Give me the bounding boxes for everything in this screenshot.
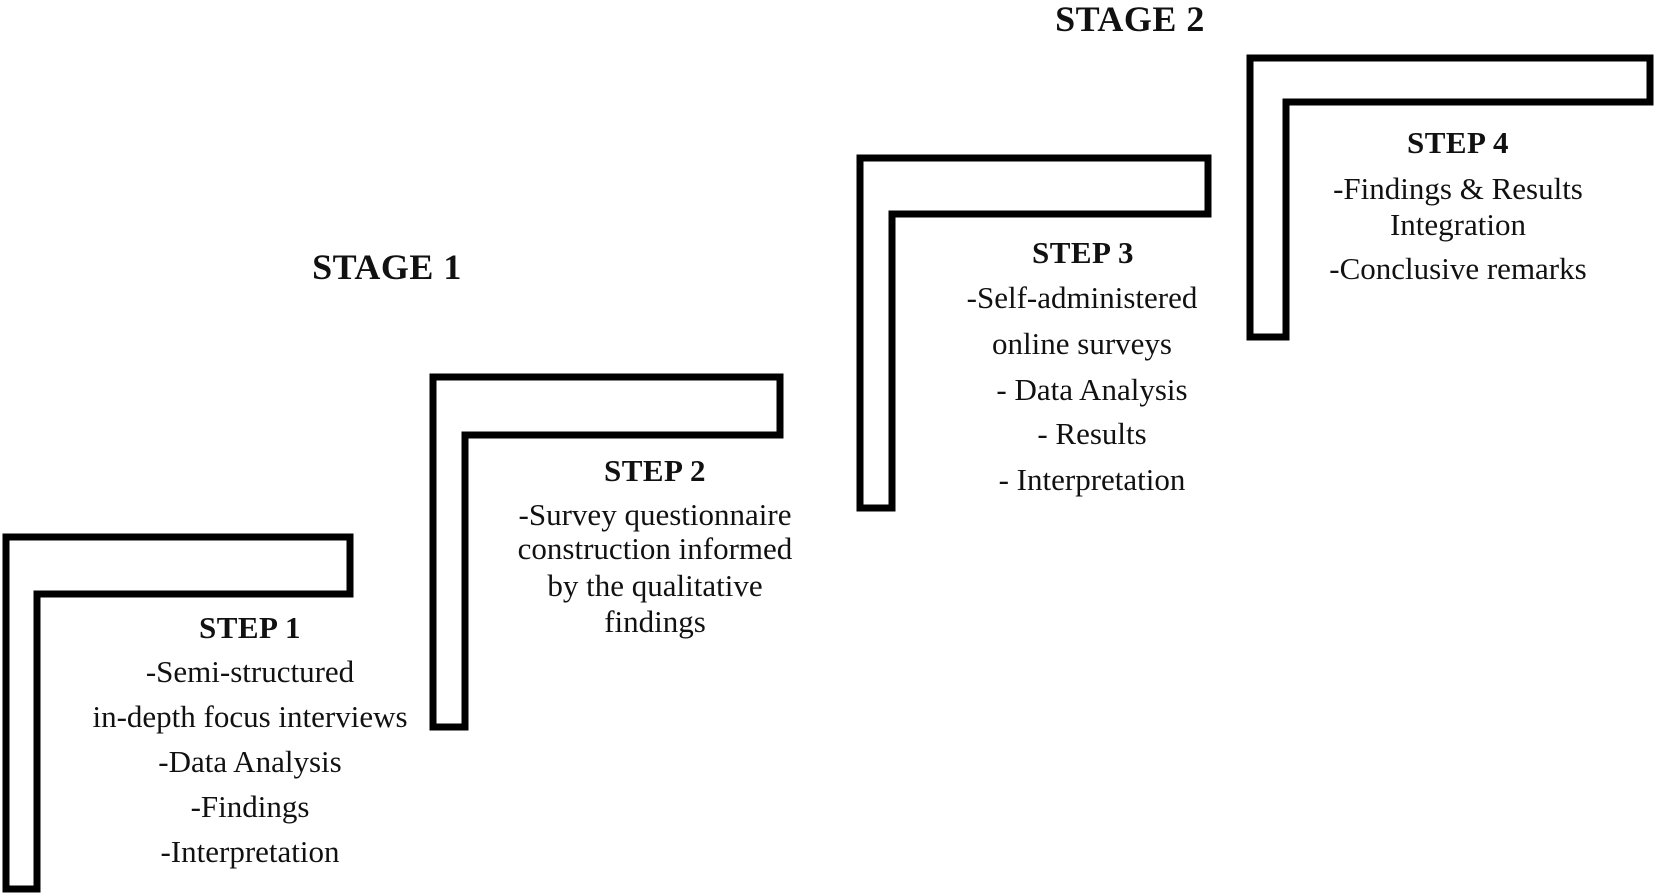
step-3-line-2: online surveys [992, 326, 1172, 361]
stage-1-label: STAGE 1 [312, 247, 462, 287]
step-2-line-1: -Survey questionnaire [518, 497, 792, 532]
step-3-line-4: - Results [1037, 416, 1147, 451]
step-1-line-5: -Interpretation [160, 834, 340, 869]
step-1-line-4: -Findings [190, 789, 310, 824]
step-4-line-3: -Conclusive remarks [1329, 251, 1587, 286]
step-4-stair-shape [1246, 54, 1654, 341]
step-2-title: STEP 2 [603, 453, 707, 488]
step-1-stair-shape [2, 533, 354, 893]
stage-2-label: STAGE 2 [1055, 0, 1205, 39]
step-3-line-5: - Interpretation [998, 462, 1186, 497]
step-2-line-2: construction informed [517, 531, 793, 566]
step-1-line-3: -Data Analysis [158, 744, 342, 779]
step-4-line-2: Integration [1389, 207, 1526, 242]
step-2-stair-shape [429, 373, 784, 731]
step-3-line-1: -Self-administered [966, 280, 1198, 315]
step-1-line-2: in-depth focus interviews [92, 699, 408, 734]
step-1-title: STEP 1 [198, 610, 302, 645]
step-2-line-4: findings [604, 604, 706, 639]
step-1-line-1: -Semi-structured [145, 654, 355, 689]
step-4-line-1: -Findings & Results [1333, 171, 1583, 206]
step-4-title: STEP 4 [1406, 125, 1510, 160]
step-2-line-3: by the qualitative [547, 568, 763, 603]
step-3-stair-shape [856, 154, 1212, 512]
step-3-title: STEP 3 [1031, 235, 1135, 270]
step-3-line-3: - Data Analysis [996, 372, 1188, 407]
